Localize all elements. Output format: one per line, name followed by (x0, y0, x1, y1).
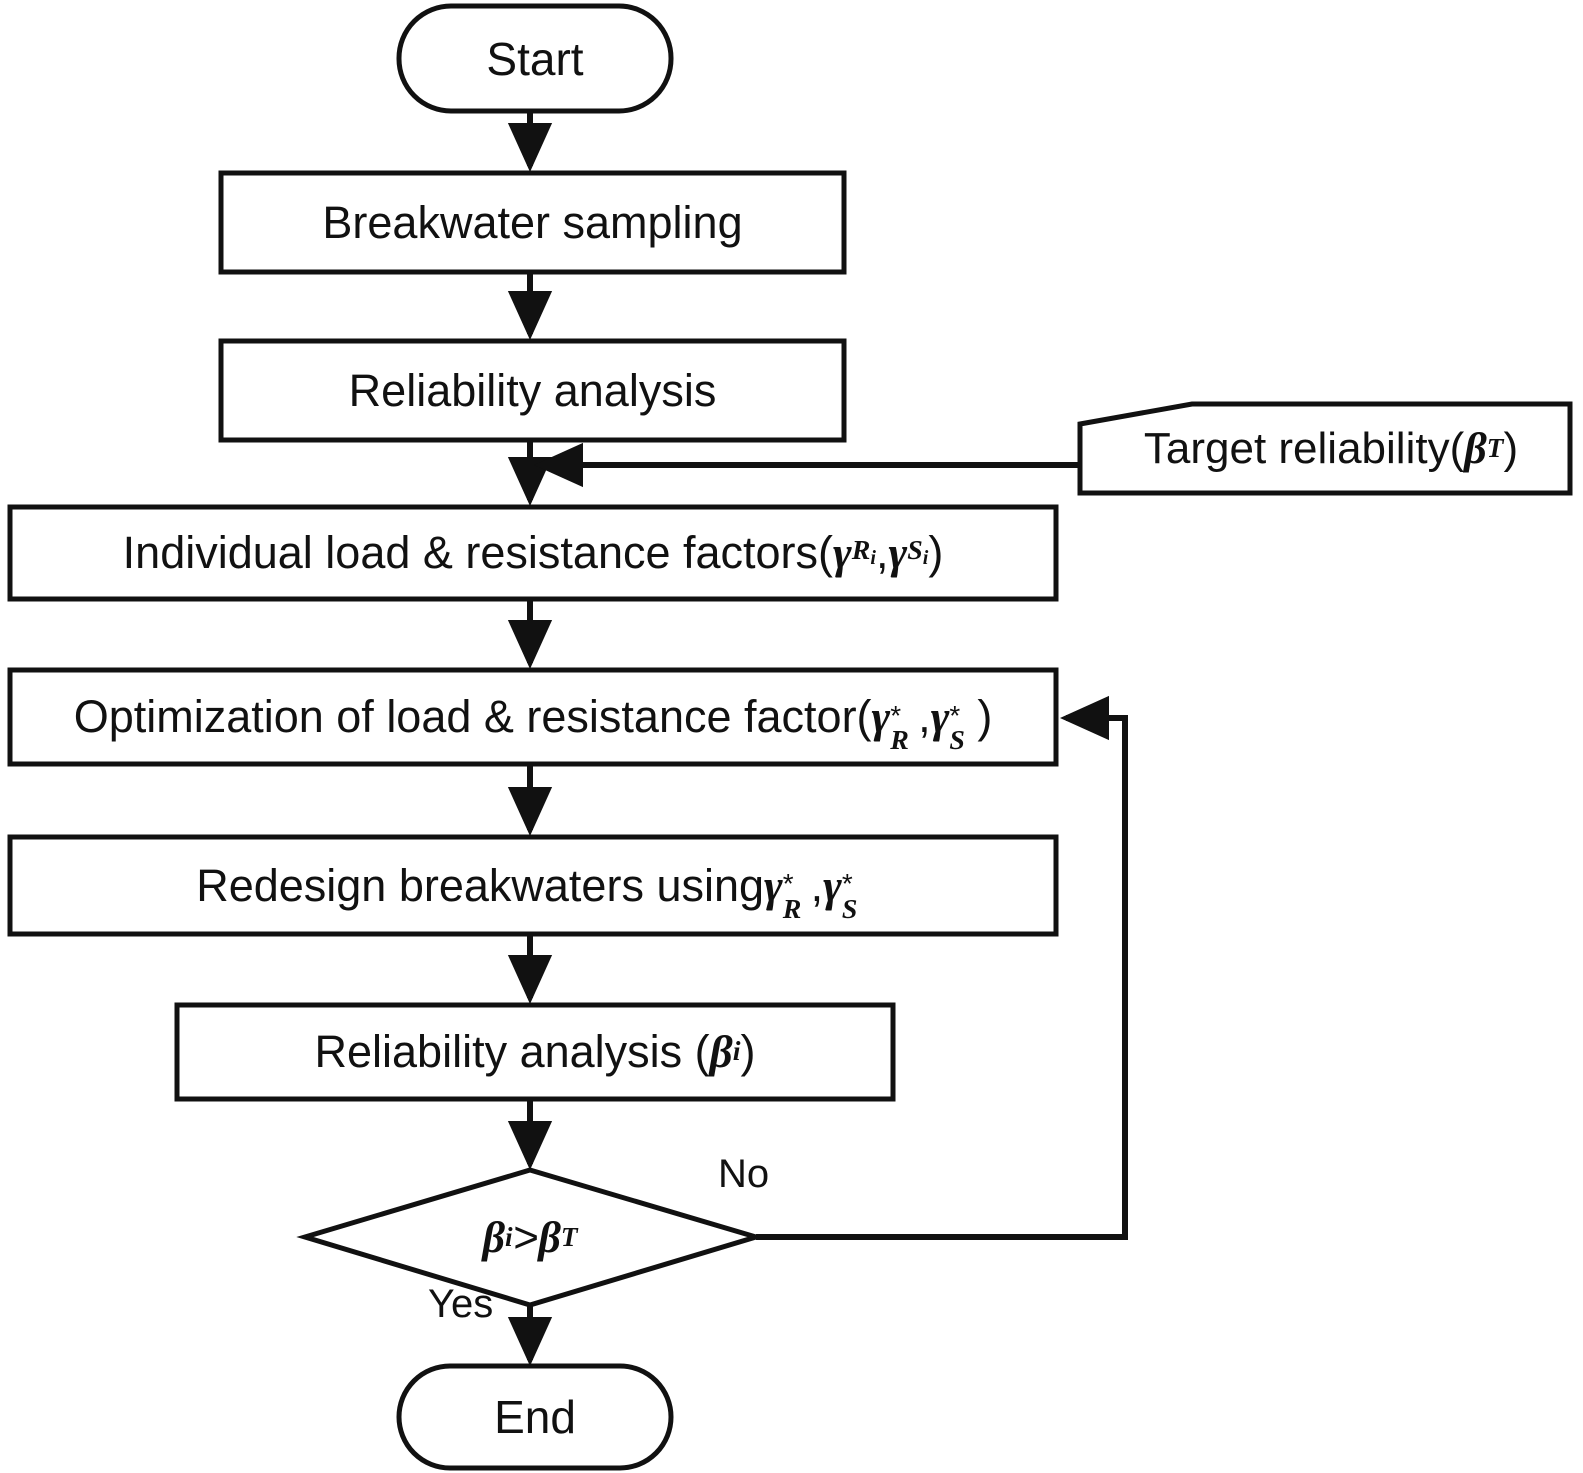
node-breakwater-sampling-shape[interactable] (218, 170, 847, 275)
edge-decision-to-optimization-no (756, 695, 1128, 1240)
node-decision-shape[interactable] (296, 1167, 765, 1308)
node-reliability-analysis-beta-shape[interactable] (174, 1002, 896, 1102)
node-redesign-shape[interactable] (7, 834, 1059, 937)
edge-label-yes: Yes (428, 1282, 494, 1326)
node-individual-factors-shape[interactable] (7, 504, 1059, 602)
edge-label-no: No (718, 1152, 770, 1196)
node-start-shape[interactable] (396, 3, 674, 114)
node-optimization-shape[interactable] (7, 667, 1059, 767)
node-reliability-analysis-shape[interactable] (218, 338, 847, 443)
node-target-reliability-shape[interactable] (1077, 401, 1573, 496)
node-end-shape[interactable] (396, 1363, 674, 1471)
